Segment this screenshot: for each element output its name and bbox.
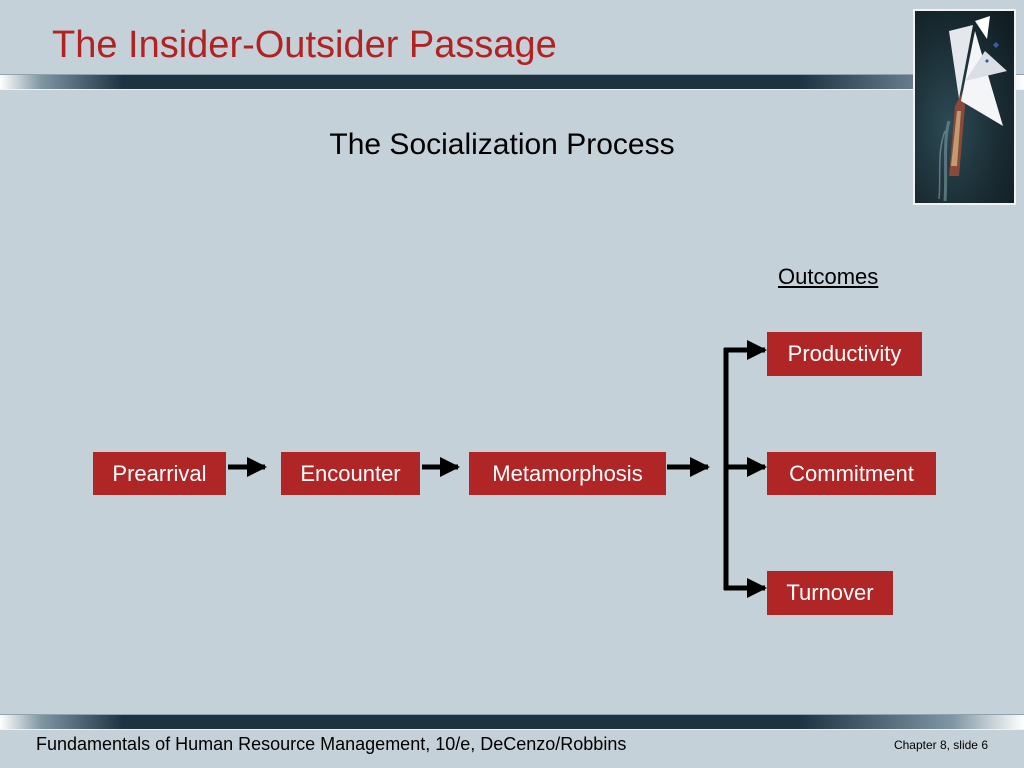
stage-prearrival: Prearrival	[93, 452, 226, 495]
top-divider-bar	[0, 74, 1024, 90]
stage-encounter: Encounter	[281, 452, 420, 495]
outcome-commitment: Commitment	[767, 452, 936, 495]
sailboat-photo	[913, 9, 1016, 205]
bottom-divider-bar	[0, 714, 1024, 730]
outcomes-heading: Outcomes	[778, 264, 879, 289]
outcome-turnover: Turnover	[767, 571, 893, 615]
footer-book-title: Fundamentals of Human Resource Managemen…	[36, 734, 627, 754]
footer-slide-number: Chapter 8, slide 6	[893, 738, 988, 752]
diagram-title: The Socialization Process	[329, 128, 675, 161]
stage-metamorphosis: Metamorphosis	[469, 452, 666, 495]
outcome-productivity: Productivity	[767, 332, 922, 376]
sailboat-icon	[938, 16, 1007, 202]
slide-title: The Insider-Outsider Passage	[52, 24, 557, 66]
